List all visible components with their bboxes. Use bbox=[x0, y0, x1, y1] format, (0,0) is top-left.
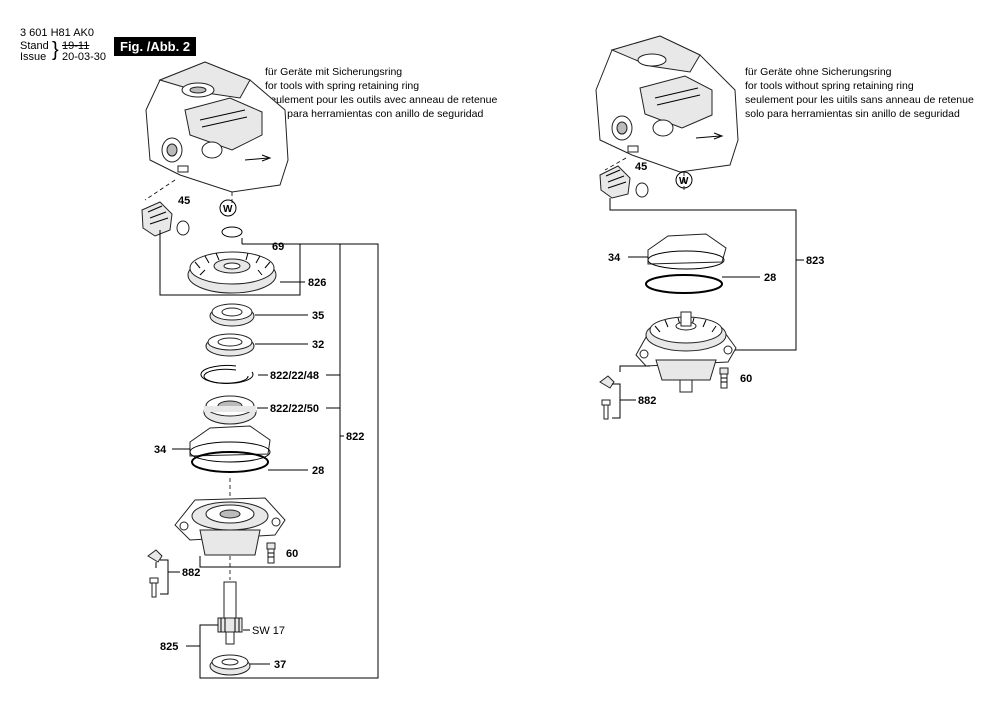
left-caption: für Geräte mit Sicherungsring for tools … bbox=[265, 65, 497, 121]
stand-old: 19-11 bbox=[62, 40, 90, 52]
washer-screw-882-right bbox=[599, 375, 615, 420]
left-caption-de: für Geräte mit Sicherungsring bbox=[265, 66, 403, 78]
label-45-right: 45 bbox=[635, 161, 647, 173]
right-caption-de: für Geräte ohne Sicherungsring bbox=[745, 66, 892, 78]
part-number: 3 601 H81 AK0 bbox=[20, 27, 95, 39]
screw-60-left bbox=[266, 542, 276, 564]
label-826: 826 bbox=[308, 277, 326, 289]
right-caption-es: solo para herramientas sin anillo de seg… bbox=[745, 108, 960, 120]
spindle-825 bbox=[217, 556, 243, 645]
label-60-right: 60 bbox=[740, 373, 752, 385]
label-882-right: 882 bbox=[638, 395, 656, 407]
right-caption: für Geräte ohne Sicherungsring for tools… bbox=[745, 65, 974, 121]
issue-date: 20-03-30 bbox=[62, 51, 107, 63]
gear-housing-left bbox=[145, 61, 289, 193]
w-symbol-left bbox=[219, 199, 237, 217]
label-822-22-48: 822/22/48 bbox=[270, 370, 319, 382]
label-34-right: 34 bbox=[608, 252, 621, 264]
clamp-ring-34 bbox=[189, 425, 271, 463]
clamp-ring-34-right bbox=[647, 233, 727, 270]
washer-screw-882-left bbox=[147, 549, 163, 598]
retaining-ring-69 bbox=[221, 226, 243, 238]
figure-badge: Fig. /Abb. 2 bbox=[114, 37, 197, 56]
bevel-gear-826 bbox=[187, 251, 277, 294]
flange-with-gear-right bbox=[635, 311, 737, 393]
ball-bearing-822-22-50 bbox=[203, 395, 257, 425]
label-37: 37 bbox=[274, 659, 286, 671]
label-825: 825 bbox=[160, 641, 178, 653]
label-35: 35 bbox=[312, 310, 324, 322]
left-caption-en: for tools with spring retaining ring bbox=[265, 80, 420, 92]
label-822: 822 bbox=[346, 431, 364, 443]
screw-60-right bbox=[719, 367, 729, 389]
left-caption-fr: seulement pour les outils avec anneau de… bbox=[265, 94, 498, 106]
gear-housing-right bbox=[595, 35, 739, 173]
o-ring-28 bbox=[191, 451, 269, 473]
right-caption-en: for tools without spring retaining ring bbox=[745, 80, 914, 92]
label-34-left: 34 bbox=[154, 444, 167, 456]
label-sw17: SW 17 bbox=[252, 625, 285, 637]
bearing-37 bbox=[209, 654, 251, 676]
label-823: 823 bbox=[806, 255, 824, 267]
label-28-right: 28 bbox=[764, 272, 776, 284]
w-symbol-left-text: W bbox=[223, 204, 233, 215]
right-caption-fr: seulement pour les uitils sans anneau de… bbox=[745, 94, 974, 106]
pinion-gear-right bbox=[599, 165, 649, 199]
label-60-left: 60 bbox=[286, 548, 298, 560]
label-882-left: 882 bbox=[182, 567, 200, 579]
needle-bearing-35 bbox=[209, 303, 255, 327]
label-28-left: 28 bbox=[312, 465, 324, 477]
label-32: 32 bbox=[312, 339, 324, 351]
w-symbol-right-text: W bbox=[679, 176, 689, 187]
w-symbol-right bbox=[675, 171, 693, 189]
label-45-left: 45 bbox=[178, 195, 190, 207]
label-822-22-50: 822/22/50 bbox=[270, 403, 319, 415]
brace-icon: } bbox=[52, 39, 59, 61]
o-ring-28-right bbox=[645, 274, 723, 294]
left-caption-es: solo para herramientas con anillo de seg… bbox=[265, 108, 484, 120]
stand-label: Stand bbox=[20, 40, 49, 52]
pinion-gear-left bbox=[141, 201, 190, 237]
issue-label: Issue bbox=[20, 51, 47, 63]
bearing-ring-32 bbox=[205, 333, 255, 357]
bearing-flange bbox=[174, 497, 286, 556]
label-69: 69 bbox=[272, 241, 284, 253]
